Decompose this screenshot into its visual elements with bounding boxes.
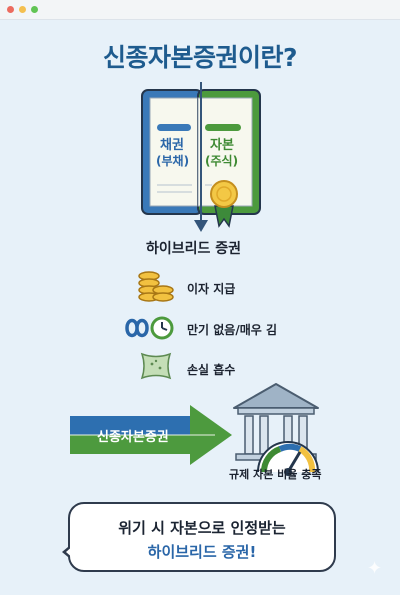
stock-label: (주식) — [205, 154, 239, 168]
close-dot[interactable] — [7, 6, 14, 13]
infographic-canvas: 신종자본증권이란? 채권 (부채) 자본 (주식) 하이브리드 증권 이자 지급 — [0, 20, 400, 595]
bank-caption: 규제 자본 비율 충족 — [229, 468, 322, 481]
equity-label: 자본 — [210, 138, 234, 153]
page-title: 신종자본증권이란? — [102, 43, 298, 72]
bubble-line-2: 하이브리드 증권! — [147, 543, 257, 561]
certificate-illustration — [141, 82, 261, 232]
feature-label-maturity: 만기 없음/매우 김 — [187, 323, 278, 337]
infinity-clock-icon — [125, 316, 174, 340]
bubble-tail-inner — [66, 545, 74, 559]
window-titlebar — [0, 0, 400, 20]
minimize-dot[interactable] — [19, 6, 26, 13]
feature-label-interest: 이자 지급 — [187, 282, 236, 296]
bank-building-icon — [233, 383, 319, 476]
maximize-dot[interactable] — [31, 6, 38, 13]
coins-icon — [138, 271, 174, 302]
feature-label-loss: 손실 흡수 — [187, 363, 236, 377]
sparkle-icon: ✦ — [367, 558, 383, 579]
capital-arrow — [70, 405, 232, 465]
speech-bubble: 위기 시 자본으로 인정받는 하이브리드 증권! — [68, 502, 336, 572]
liability-label: (부채) — [156, 154, 190, 168]
cushion-icon — [140, 352, 172, 380]
arrow-label: 신종자본증권 — [97, 430, 169, 445]
hybrid-securities-label: 하이브리드 증권 — [146, 241, 242, 257]
bubble-line-1: 위기 시 자본으로 인정받는 — [118, 519, 286, 537]
bond-label: 채권 — [160, 138, 184, 153]
